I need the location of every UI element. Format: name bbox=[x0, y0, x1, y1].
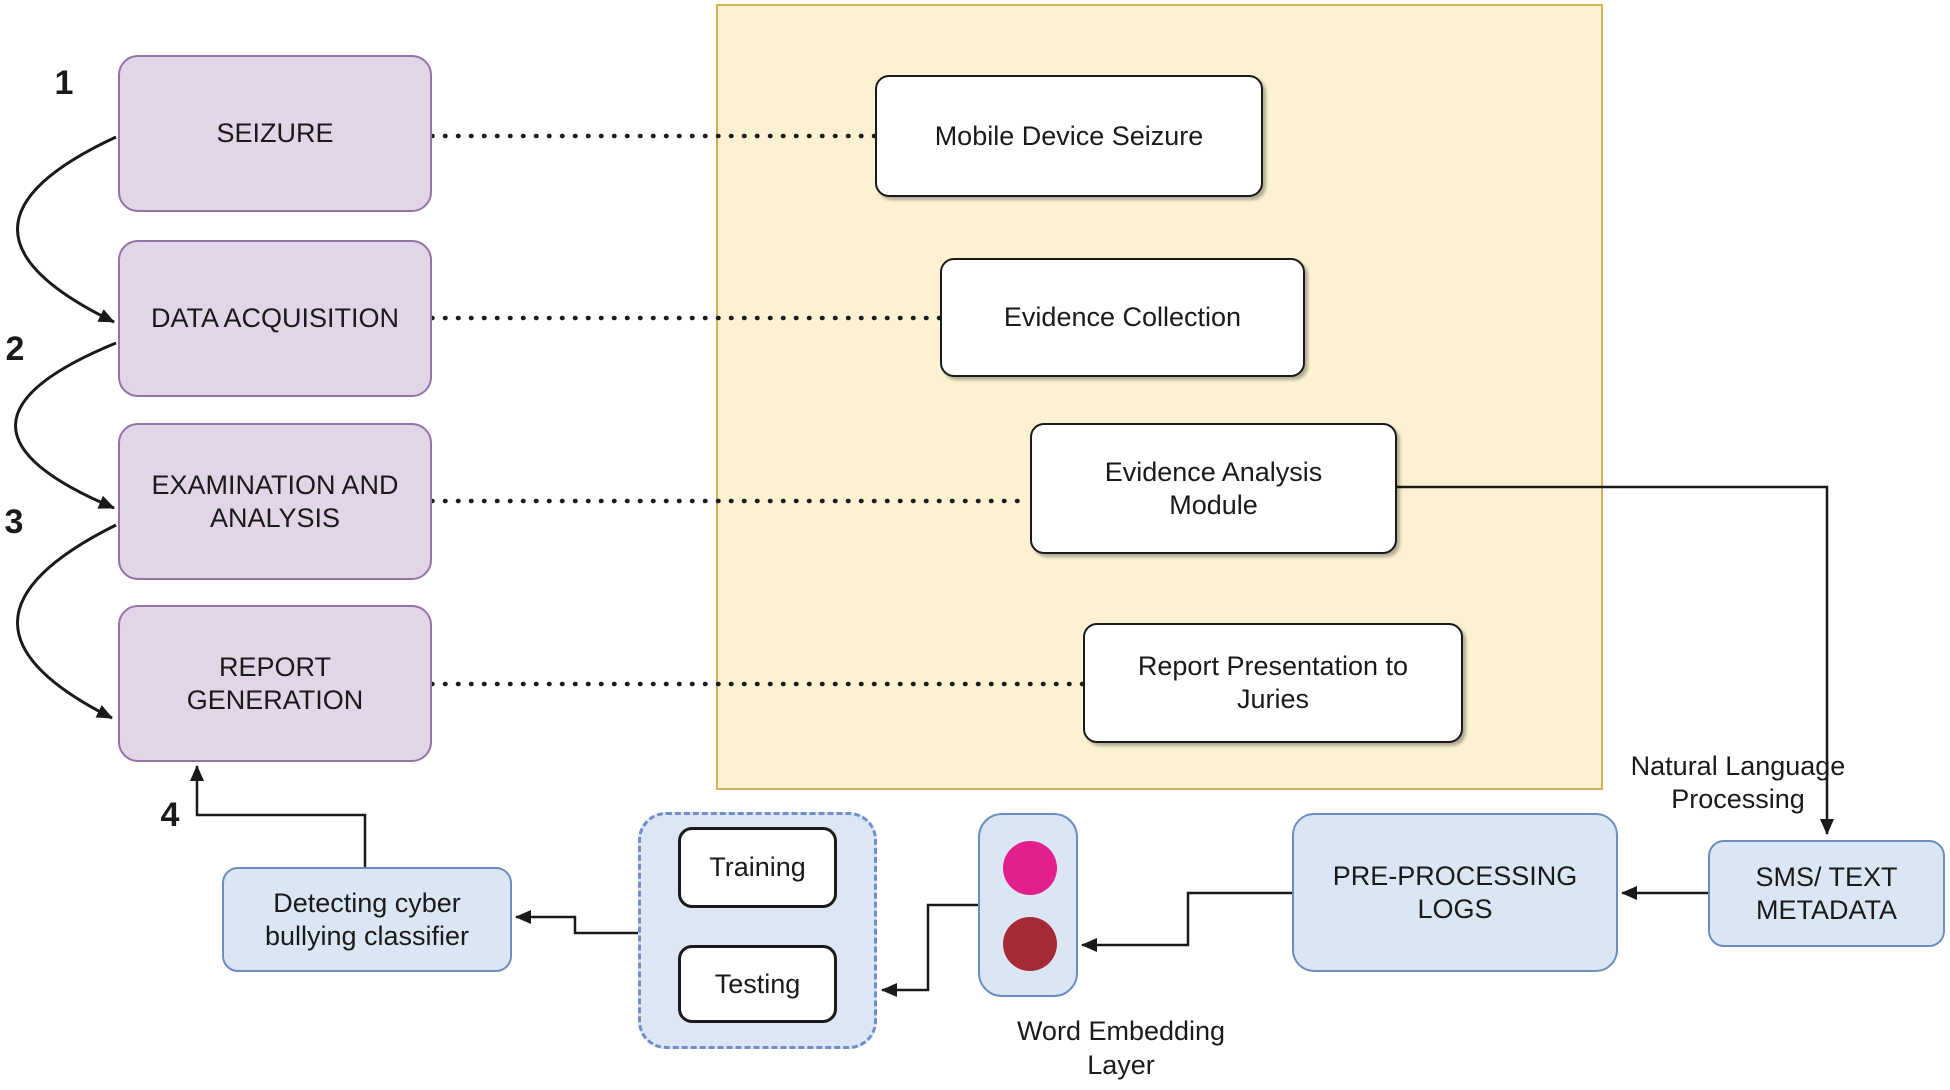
stage-data-acquisition: DATA ACQUISITION bbox=[118, 240, 432, 397]
stage-report-generation-label: REPORT GENERATION bbox=[186, 651, 364, 715]
stage-report-generation: REPORT GENERATION bbox=[118, 605, 432, 762]
word-embedding-layer-label: Word Embedding Layer bbox=[1016, 1016, 1226, 1080]
module-report-presentation: Report Presentation to Juries bbox=[1083, 623, 1463, 743]
step-number-2: 2 bbox=[5, 330, 25, 368]
stage-examination-analysis-label: EXAMINATION AND ANALYSIS bbox=[151, 469, 399, 533]
module-mobile-device-seizure: Mobile Device Seizure bbox=[875, 75, 1263, 197]
module-evidence-analysis: Evidence Analysis Module bbox=[1030, 423, 1397, 554]
testing-label: Testing bbox=[714, 968, 801, 999]
preprocessing-logs-label: PRE-PROCESSING LOGS bbox=[1332, 860, 1578, 924]
cyberbullying-classifier-label: Detecting cyber bullying classifier bbox=[264, 887, 470, 951]
module-evidence-analysis-label: Evidence Analysis Module bbox=[1104, 456, 1323, 520]
arrow-preprocessing-to-embedding bbox=[1081, 891, 1292, 952]
sms-text-metadata-box: SMS/ TEXT METADATA bbox=[1708, 840, 1945, 947]
stage-examination-analysis: EXAMINATION AND ANALYSIS bbox=[118, 423, 432, 580]
step-number-1: 1 bbox=[54, 64, 74, 102]
curve-arrow-step2 bbox=[14, 341, 117, 510]
step-number-3: 3 bbox=[4, 503, 24, 541]
natural-language-processing-label: Natural Language Processing bbox=[1630, 751, 1846, 814]
module-mobile-device-seizure-label: Mobile Device Seizure bbox=[934, 120, 1204, 151]
curve-arrow-step1 bbox=[16, 135, 117, 324]
module-evidence-collection-label: Evidence Collection bbox=[1003, 302, 1242, 333]
module-evidence-collection: Evidence Collection bbox=[940, 258, 1305, 377]
testing-box: Testing bbox=[678, 945, 837, 1023]
embedding-node-dark-red bbox=[1003, 917, 1057, 971]
stage-data-acquisition-label: DATA ACQUISITION bbox=[150, 303, 400, 334]
arrow-traintest-to-classifier bbox=[515, 910, 638, 935]
cyberbullying-classifier-box: Detecting cyber bullying classifier bbox=[222, 867, 512, 972]
arrow-classifier-to-report bbox=[190, 765, 367, 867]
training-label: Training bbox=[709, 852, 806, 883]
preprocessing-logs-box: PRE-PROCESSING LOGS bbox=[1292, 813, 1618, 972]
step-number-4: 4 bbox=[160, 796, 180, 834]
training-box: Training bbox=[678, 827, 837, 908]
arrow-embedding-to-traintest bbox=[881, 903, 978, 997]
embedding-node-pink bbox=[1003, 841, 1057, 895]
sms-text-metadata-label: SMS/ TEXT METADATA bbox=[1755, 861, 1898, 925]
module-report-presentation-label: Report Presentation to Juries bbox=[1137, 651, 1409, 714]
stage-seizure-label: SEIZURE bbox=[216, 118, 334, 149]
stage-seizure: SEIZURE bbox=[118, 55, 432, 212]
word-embedding-box bbox=[978, 813, 1078, 997]
curve-arrow-step3 bbox=[16, 523, 117, 720]
